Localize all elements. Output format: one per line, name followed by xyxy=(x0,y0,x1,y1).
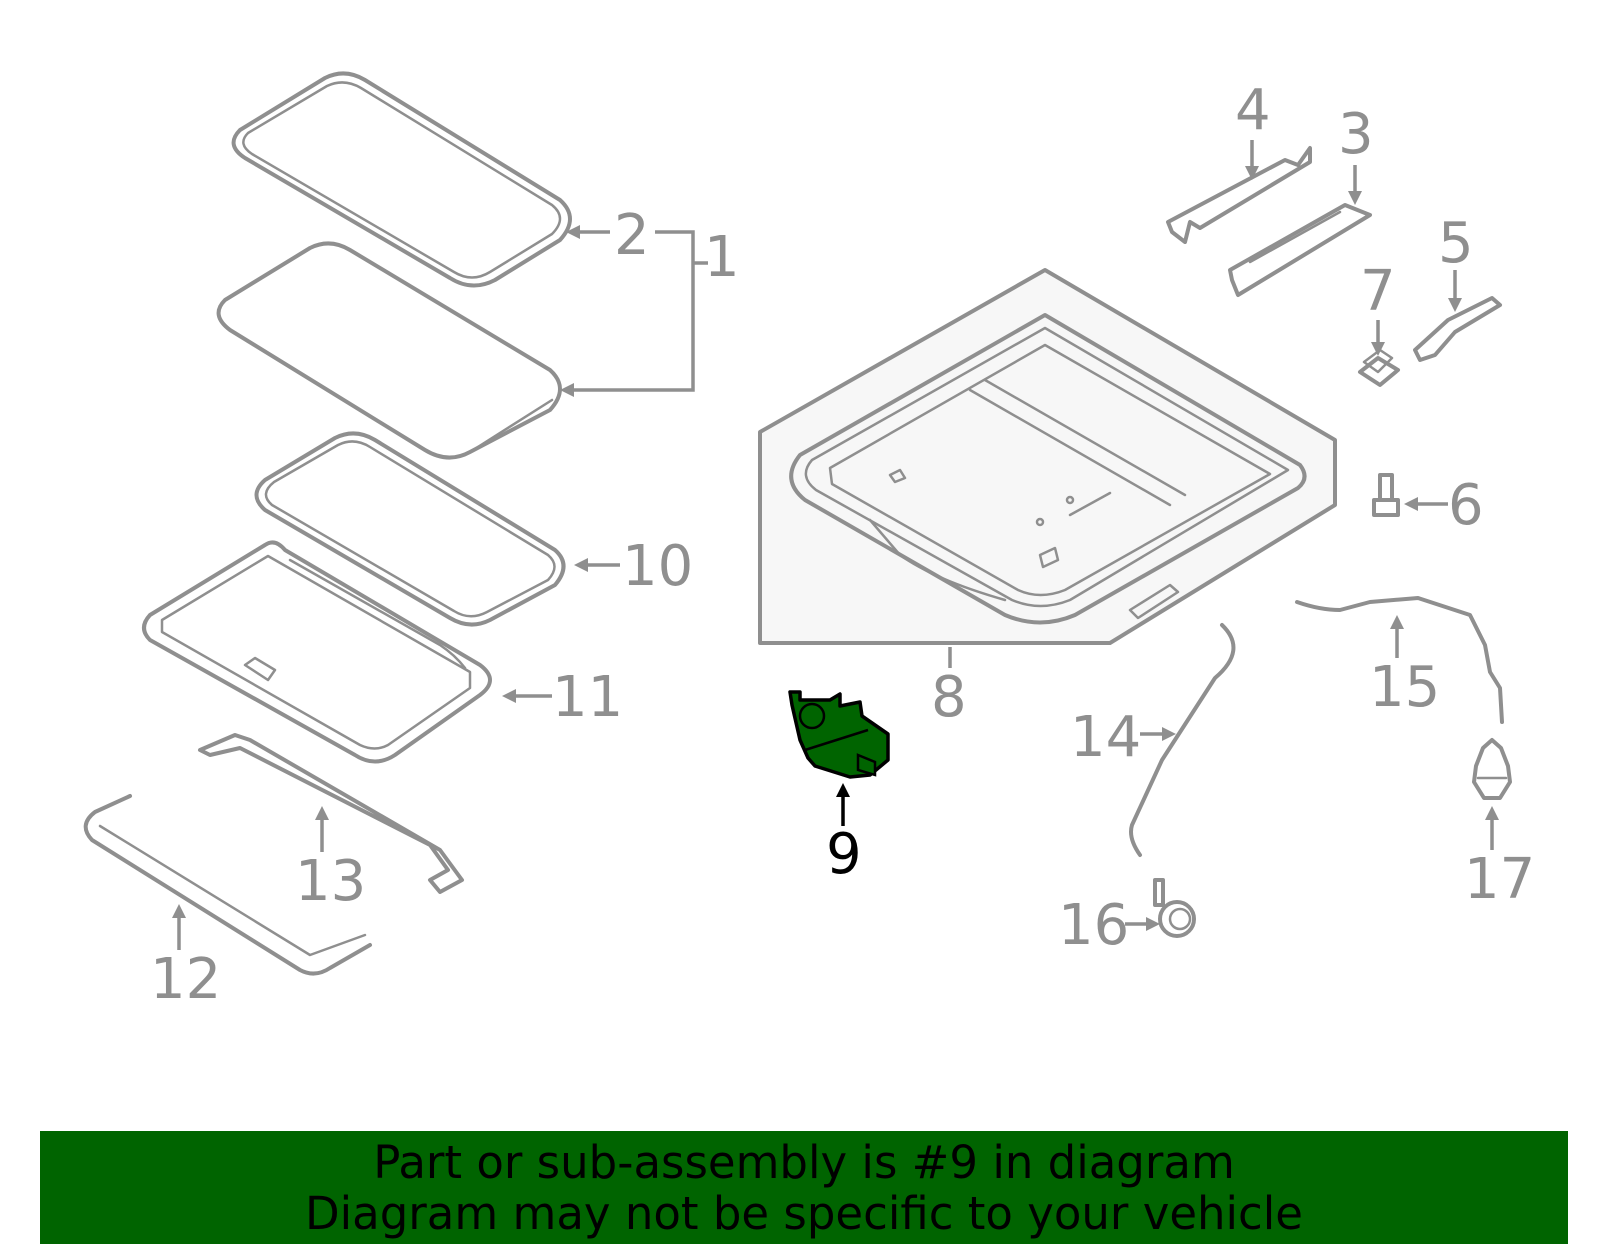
deflector-part-13[interactable] xyxy=(198,733,464,894)
glass-panel-part-2[interactable] xyxy=(231,71,572,288)
sunshade-part-11[interactable] xyxy=(142,540,492,764)
callout-17[interactable]: 17 xyxy=(1464,847,1535,912)
grommet-part-16[interactable] xyxy=(1153,878,1196,938)
callout-12[interactable]: 12 xyxy=(150,947,221,1012)
callout-7[interactable]: 7 xyxy=(1360,259,1396,324)
bolt-part-6[interactable] xyxy=(1372,473,1400,517)
bracket-part-3[interactable] xyxy=(1228,203,1372,297)
trim-part-12[interactable] xyxy=(83,794,372,976)
callout-labels: 1 2 3 4 5 6 7 8 9 10 11 12 13 14 15 16 1… xyxy=(150,78,1535,1012)
callout-5[interactable]: 5 xyxy=(1438,211,1474,276)
callout-16[interactable]: 16 xyxy=(1058,893,1129,958)
callout-13[interactable]: 13 xyxy=(295,849,366,914)
bracket-part-4[interactable] xyxy=(1166,146,1312,244)
part-info-banner: Part or sub-assembly is #9 in diagram Di… xyxy=(40,1131,1568,1244)
drain-hose-part-15[interactable] xyxy=(1295,596,1504,724)
callout-14[interactable]: 14 xyxy=(1070,705,1141,770)
callout-2[interactable]: 2 xyxy=(614,203,650,268)
frame-gasket-part-10[interactable] xyxy=(254,431,566,627)
callout-8[interactable]: 8 xyxy=(931,665,967,730)
callout-9[interactable]: 9 xyxy=(826,822,862,887)
clip-part-7[interactable] xyxy=(1358,348,1400,387)
callout-11[interactable]: 11 xyxy=(552,665,623,730)
drain-hose-part-14[interactable] xyxy=(1129,623,1236,857)
sunroof-frame-assembly-part-8[interactable] xyxy=(758,268,1337,645)
glass-seal-part-1[interactable] xyxy=(216,241,562,460)
callout-6[interactable]: 6 xyxy=(1448,473,1484,538)
callout-10[interactable]: 10 xyxy=(622,534,693,599)
callout-15[interactable]: 15 xyxy=(1369,655,1440,720)
grommet-part-17[interactable] xyxy=(1472,738,1512,800)
bracket-part-5[interactable] xyxy=(1413,296,1502,362)
banner-line-part-number: Part or sub-assembly is #9 in diagram xyxy=(373,1135,1235,1189)
callout-3[interactable]: 3 xyxy=(1338,102,1374,167)
leader-lines xyxy=(172,140,1499,950)
callout-4[interactable]: 4 xyxy=(1235,78,1271,143)
callout-1[interactable]: 1 xyxy=(704,225,740,290)
sunroof-motor-part-9[interactable] xyxy=(788,690,890,779)
banner-line-disclaimer: Diagram may not be specific to your vehi… xyxy=(305,1186,1303,1240)
